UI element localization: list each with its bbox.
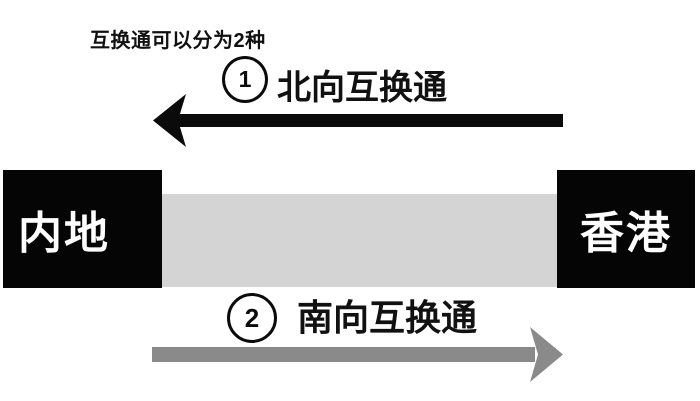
flow-number-badge-north: 1 — [222, 56, 268, 103]
flow-number-south: 2 — [244, 302, 260, 333]
northbound-arrow — [153, 94, 563, 147]
flow-number-badge-south: 2 — [227, 293, 277, 343]
node-hongkong: 香港 — [557, 170, 695, 288]
node-mainland-label: 内地 — [18, 209, 110, 258]
flow-label-northbound: 北向互换通 — [277, 69, 447, 107]
southbound-arrow — [152, 327, 563, 382]
node-mainland: 内地 — [3, 170, 162, 288]
node-hongkong-label: 香港 — [580, 209, 672, 258]
flow-label-southbound: 南向互换通 — [297, 297, 478, 338]
flow-number-north: 1 — [238, 66, 252, 92]
diagram-title: 互换通可以分为2种 — [90, 30, 266, 52]
connection-channel — [162, 194, 557, 287]
